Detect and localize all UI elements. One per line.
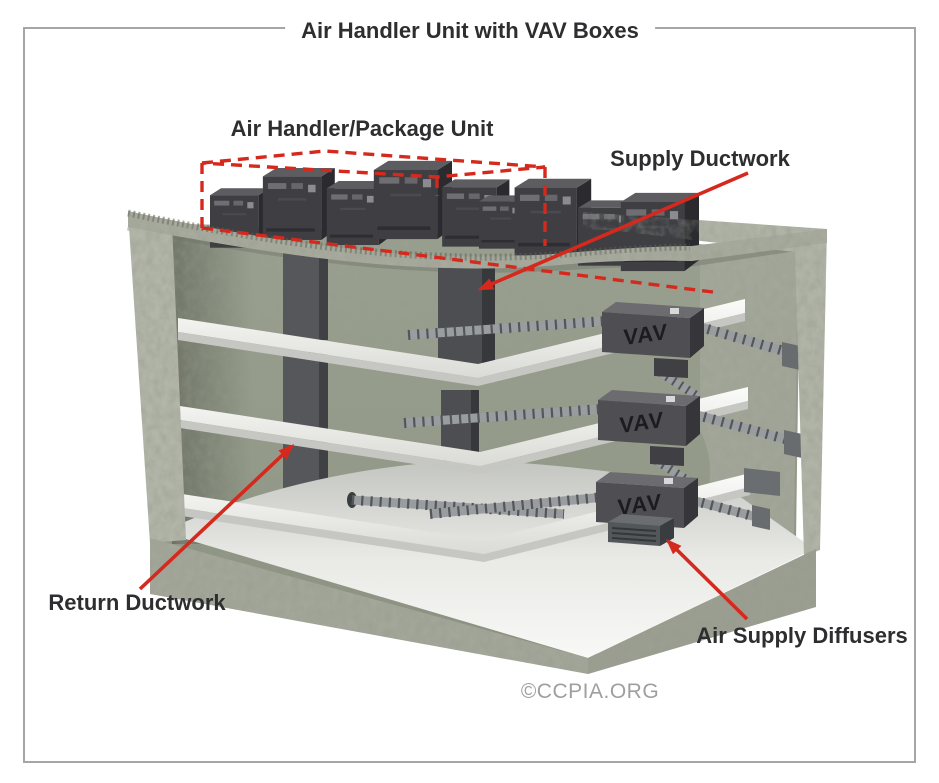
- air-supply-diffusers-arrow: [665, 538, 749, 621]
- ac-unit: [262, 168, 335, 240]
- return-ductwork-label: Return Ductwork: [48, 590, 226, 615]
- return-ductwork: [283, 252, 328, 516]
- air-handler-label: Air Handler/Package Unit: [230, 116, 494, 141]
- air-supply-diffusers-label: Air Supply Diffusers: [696, 623, 908, 648]
- watermark: ©CCPIA.ORG: [520, 680, 660, 703]
- vav-label: VAV: [619, 407, 664, 438]
- package-unit-dashed-outline: [200, 149, 714, 294]
- vav-label: VAV: [623, 319, 668, 350]
- flex-ducts-floor-1: [407, 316, 800, 402]
- vav-box-2: VAV: [598, 390, 700, 466]
- figure-title: Air Handler Unit with VAV Boxes: [285, 17, 655, 45]
- vav-box-1: VAV: [602, 302, 704, 378]
- return-ductwork-arrow: [138, 443, 295, 591]
- callout-arrows: [138, 171, 749, 621]
- air-supply-diffuser: [608, 514, 674, 546]
- supply-ductwork-label: Supply Ductwork: [610, 146, 790, 171]
- supply-ductwork-arrow: [477, 171, 749, 291]
